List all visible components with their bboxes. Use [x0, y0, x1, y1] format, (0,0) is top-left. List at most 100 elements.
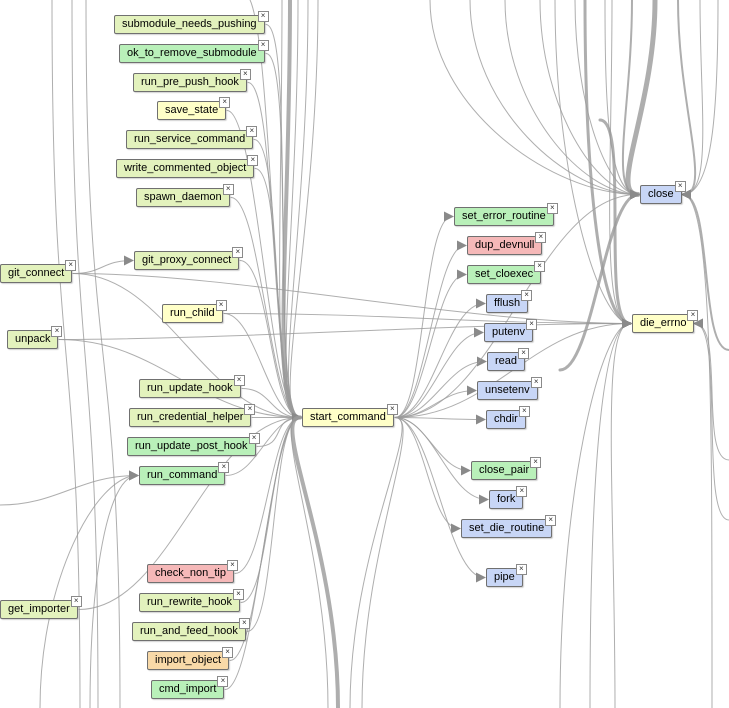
collapse-icon[interactable]: × [545, 515, 557, 526]
edge [361, 417, 404, 708]
node-read[interactable]: read× [487, 348, 530, 371]
node-spawn_daemon[interactable]: spawn_daemon× [136, 184, 234, 207]
node-label: putenv [492, 326, 526, 338]
collapse-icon[interactable]: × [518, 406, 530, 417]
node-run_pre_push_hook[interactable]: run_pre_push_hook× [133, 69, 251, 92]
edge [394, 269, 467, 418]
node-label: dup_devnull [475, 239, 535, 251]
collapse-icon[interactable]: × [238, 618, 250, 629]
edge [234, 412, 302, 574]
collapse-icon[interactable]: × [244, 404, 256, 415]
edge [394, 327, 484, 418]
node-putenv[interactable]: putenv× [484, 319, 538, 342]
collapse-icon[interactable]: × [530, 457, 542, 468]
edge [394, 417, 486, 583]
node-git_connect[interactable]: git_connect× [0, 260, 77, 283]
node-run_and_feed_hook[interactable]: run_and_feed_hook× [132, 618, 250, 641]
edge [223, 313, 632, 329]
node-fork[interactable]: fork× [489, 486, 528, 509]
node-save_state[interactable]: save_state× [157, 97, 231, 120]
node-import_object[interactable]: import_object× [147, 647, 234, 670]
node-close_pair[interactable]: close_pair× [471, 457, 542, 480]
node-label: close [648, 188, 674, 200]
collapse-icon[interactable]: × [515, 564, 527, 575]
edge [71, 0, 99, 708]
node-die_errno[interactable]: die_errno× [632, 310, 699, 333]
node-fflush[interactable]: fflush× [486, 290, 533, 313]
node-run_command[interactable]: run_command× [139, 462, 230, 485]
collapse-icon[interactable]: × [70, 596, 82, 607]
node-cmd_import[interactable]: cmd_import× [151, 676, 229, 699]
edge [394, 240, 467, 418]
node-set_error_routine[interactable]: set_error_routine× [454, 203, 558, 226]
edge [558, 189, 640, 372]
node-start_command[interactable]: start_command× [302, 404, 398, 427]
node-ok_to_remove_submodule[interactable]: ok_to_remove_submodule× [119, 40, 269, 63]
node-label: git_connect [8, 267, 65, 279]
collapse-icon[interactable]: × [246, 126, 258, 137]
edge [223, 313, 302, 423]
collapse-icon[interactable]: × [518, 348, 530, 359]
node-write_commented_object[interactable]: write_commented_object× [116, 155, 259, 178]
collapse-icon[interactable]: × [239, 69, 251, 80]
node-run_credential_helper[interactable]: run_credential_helper× [129, 404, 256, 427]
node-unpack[interactable]: unpack× [7, 326, 63, 349]
node-submodule_needs_pushing[interactable]: submodule_needs_pushing× [114, 11, 269, 34]
node-run_child[interactable]: run_child× [162, 300, 227, 323]
collapse-icon[interactable]: × [248, 433, 260, 444]
node-unsetenv[interactable]: unsetenv× [477, 377, 542, 400]
collapse-icon[interactable]: × [51, 326, 63, 337]
collapse-icon[interactable]: × [386, 404, 398, 415]
edge [609, 0, 632, 329]
node-label: run_update_post_hook [135, 440, 248, 452]
collapse-icon[interactable]: × [534, 261, 546, 272]
node-close[interactable]: close× [640, 181, 686, 204]
node-run_update_hook[interactable]: run_update_hook× [139, 375, 245, 398]
collapse-icon[interactable]: × [247, 155, 259, 166]
edge [89, 470, 139, 708]
edge [285, 0, 302, 423]
collapse-icon[interactable]: × [222, 647, 234, 658]
node-run_update_post_hook[interactable]: run_update_post_hook× [127, 433, 260, 456]
node-pipe[interactable]: pipe× [486, 564, 527, 587]
edge [693, 318, 729, 461]
collapse-icon[interactable]: × [257, 40, 269, 51]
node-set_die_routine[interactable]: set_die_routine× [461, 515, 557, 538]
collapse-icon[interactable]: × [233, 589, 244, 600]
collapse-icon[interactable]: × [687, 310, 699, 321]
node-run_rewrite_hook[interactable]: run_rewrite_hook× [139, 589, 244, 612]
collapse-icon[interactable]: × [526, 319, 538, 330]
node-label: save_state [165, 104, 219, 116]
node-chdir[interactable]: chdir× [486, 406, 530, 429]
edge [554, 0, 632, 329]
node-set_cloexec[interactable]: set_cloexec× [467, 261, 546, 284]
collapse-icon[interactable]: × [233, 375, 245, 386]
node-label: run_command [147, 469, 218, 481]
node-get_importer[interactable]: get_importer× [0, 596, 82, 619]
edge [394, 356, 487, 418]
edge [290, 415, 340, 708]
collapse-icon[interactable]: × [521, 290, 533, 301]
node-git_proxy_connect[interactable]: git_proxy_connect× [134, 247, 244, 270]
collapse-icon[interactable]: × [674, 181, 686, 192]
node-check_non_tip[interactable]: check_non_tip× [147, 560, 238, 583]
collapse-icon[interactable]: × [219, 97, 231, 108]
node-label: run_and_feed_hook [140, 625, 238, 637]
collapse-icon[interactable]: × [516, 486, 528, 497]
collapse-icon[interactable]: × [257, 11, 269, 22]
collapse-icon[interactable]: × [226, 560, 238, 571]
collapse-icon[interactable]: × [546, 203, 558, 214]
edge [574, 0, 640, 200]
collapse-icon[interactable]: × [530, 377, 542, 388]
collapse-icon[interactable]: × [232, 247, 244, 258]
collapse-icon[interactable]: × [215, 300, 227, 311]
collapse-icon[interactable]: × [535, 232, 547, 243]
edge [583, 0, 632, 329]
collapse-icon[interactable]: × [65, 260, 77, 271]
collapse-icon[interactable]: × [218, 462, 230, 473]
node-dup_devnull[interactable]: dup_devnull× [467, 232, 547, 255]
node-label: check_non_tip [155, 567, 226, 579]
collapse-icon[interactable]: × [222, 184, 234, 195]
node-run_service_command[interactable]: run_service_command× [126, 126, 258, 149]
collapse-icon[interactable]: × [217, 676, 229, 687]
